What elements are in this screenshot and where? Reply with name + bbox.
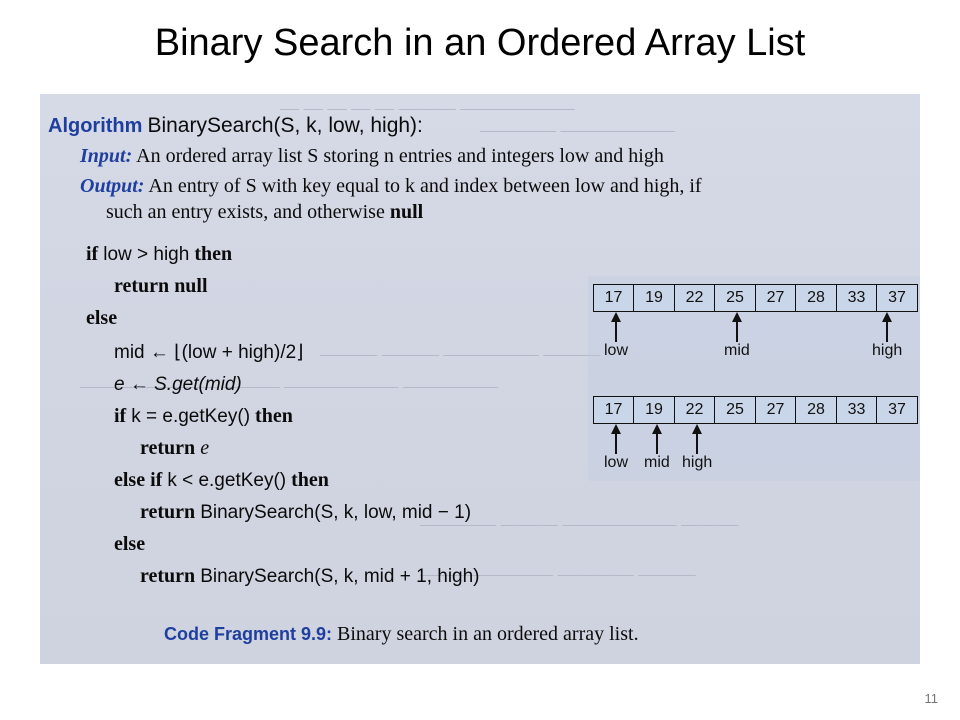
algorithm-block: Algorithm BinarySearch(S, k, low, high):… xyxy=(40,94,920,664)
algorithm-header: Algorithm BinarySearch(S, k, low, high): xyxy=(48,114,423,137)
output-line: Output: An entry of S with key equal to … xyxy=(80,175,702,197)
code-line-if-equal: if k = e.getKey() then xyxy=(114,405,293,427)
code-fragment-caption: Code Fragment 9.9: Binary search in an o… xyxy=(164,623,639,645)
array-top-cell: 22 xyxy=(673,284,716,312)
code-line-return-null: return null xyxy=(114,275,208,297)
code-line-return-right: return BinarySearch(S, k, mid + 1, high) xyxy=(140,565,480,587)
pointer-mid-top: mid xyxy=(724,312,750,360)
array-top-cell: 37 xyxy=(876,284,918,312)
pointer-high-bottom: high xyxy=(682,424,712,472)
output-line-2: such an entry exists, and otherwise null xyxy=(106,201,424,223)
array-bottom-cell: 17 xyxy=(592,396,635,424)
array-bottom-cell: 19 xyxy=(633,396,675,424)
bleed-through-texture: ——————— ———— ——— xyxy=(420,564,696,585)
pointer-high-top: high xyxy=(872,312,902,360)
textbook-scan: — — — — — ——— —————— ———— —————— ——— ———… xyxy=(40,94,920,664)
bleed-through-texture: ——— ———— ——— —————— ————— xyxy=(80,376,498,397)
page-number: 11 xyxy=(924,691,939,706)
bleed-through-texture: ———— ——— —————— ——— xyxy=(420,514,739,535)
algorithm-signature: BinarySearch(S, k, low, high): xyxy=(147,114,423,137)
bleed-through-texture: ———— —————— xyxy=(480,120,675,141)
array-bottom-cell: 25 xyxy=(714,396,756,424)
array-top-cell: 27 xyxy=(754,284,797,312)
code-line-else-if: else if k < e.getKey() then xyxy=(114,469,329,491)
input-line: Input: An ordered array list S storing n… xyxy=(80,145,664,167)
array-bottom-cell: 22 xyxy=(673,396,716,424)
code-line-else-2: else xyxy=(114,533,146,555)
array-top-cell: 19 xyxy=(633,284,675,312)
array-top-cell: 33 xyxy=(835,284,878,312)
array-bottom-cell: 27 xyxy=(754,396,797,424)
array-top-cell: 17 xyxy=(592,284,635,312)
array-bottom-cell: 33 xyxy=(835,396,878,424)
array-top-cell: 25 xyxy=(714,284,756,312)
array-bottom-cell: 37 xyxy=(876,396,918,424)
code-line-e: e ← S.get(mid) xyxy=(114,374,242,395)
pointer-low-top: low xyxy=(604,312,628,360)
array-bottom-cell: 28 xyxy=(795,396,837,424)
code-line-if: if low > high then xyxy=(86,243,233,265)
code-line-return-left: return BinarySearch(S, k, low, mid − 1) xyxy=(140,501,472,523)
pointer-low-bottom: low xyxy=(604,424,628,472)
bleed-through-texture: ——— ——— ————— ——— xyxy=(320,344,601,365)
array-top-cell: 28 xyxy=(795,284,837,312)
bleed-through-texture: — — — — — ——— —————— xyxy=(280,98,575,119)
pointer-mid-bottom: mid xyxy=(644,424,670,472)
code-line-else: else xyxy=(86,307,118,329)
code-line-mid: mid ← ⌊(low + high)/2⌋ xyxy=(114,342,304,363)
code-line-return-e: return e xyxy=(140,437,210,459)
slide-title: Binary Search in an Ordered Array List xyxy=(154,22,806,64)
